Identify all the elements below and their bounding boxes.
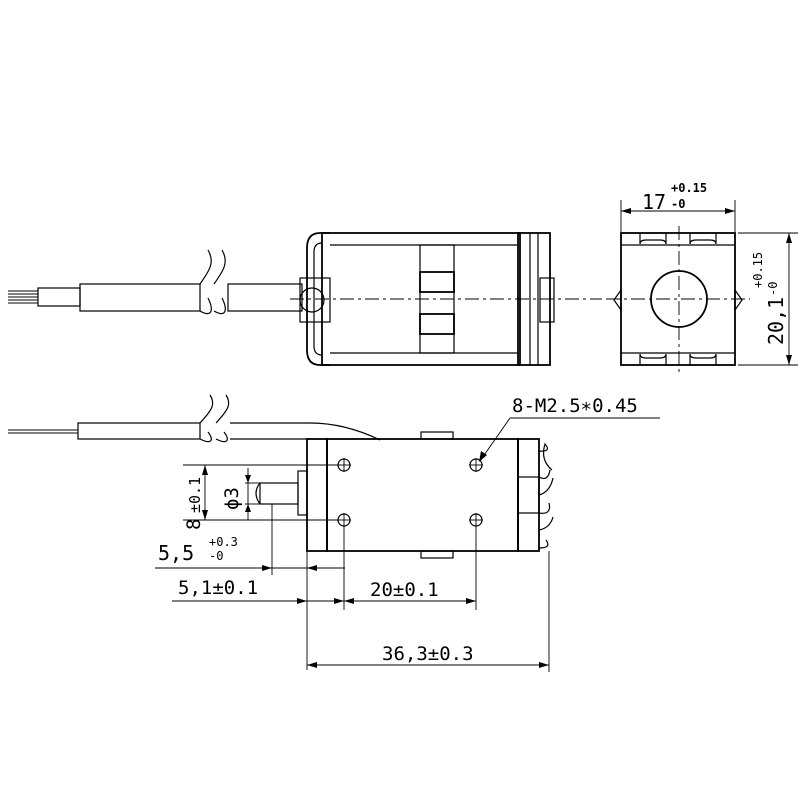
hole-spacing-label: 20±0.1: [370, 579, 439, 601]
mount-holes-callout: 8-M2.5∗0.45: [479, 395, 660, 462]
height-dim-tol-upper: +0.15: [751, 252, 765, 288]
width-dim-tol-upper: +0.15: [671, 181, 707, 195]
plunger-offset-value: 5,5: [158, 541, 194, 565]
height-dim-tol-lower: -0: [766, 282, 780, 296]
height-dim-value: 20,1: [764, 297, 788, 345]
hole-offset-label: 5,1±0.1: [178, 577, 258, 599]
hole-pitch-dimension: 8 ±0.1: [183, 464, 340, 530]
hole-pitch-value: 8: [183, 519, 205, 530]
mount-holes-label: 8-M2.5∗0.45: [512, 395, 638, 417]
plunger-offset-dimension: 5,5 +0.3 -0: [155, 504, 345, 670]
mount-hole-4: [469, 513, 483, 527]
lead-wires-side: [8, 394, 381, 443]
end-view-height-dimension: 20,1 +0.15 -0: [738, 232, 798, 366]
solenoid-body-top: [299, 232, 555, 366]
plunger-diameter-label: ϕ3: [221, 487, 243, 510]
plunger-offset-tol-lower: -0: [209, 549, 223, 563]
mount-hole-3: [469, 458, 483, 472]
plunger-diameter-dimension: ϕ3: [221, 468, 260, 520]
end-view-width-dimension: 17 +0.15 -0: [620, 181, 736, 232]
overall-length-label: 36,3±0.3: [382, 643, 474, 665]
hole-spacing-dimensions: 5,1±0.1 20±0.1: [172, 526, 477, 610]
overall-length-dimension: 36,3±0.3: [307, 551, 550, 672]
plunger-offset-tol-upper: +0.3: [209, 535, 238, 549]
solenoid-body-side: [255, 431, 554, 559]
solenoid-end-view: [606, 226, 750, 375]
solenoid-side-view: 8-M2.5∗0.45 8 ±0.1 ϕ3 5: [8, 394, 660, 672]
width-dim-value: 17: [642, 190, 666, 214]
width-dim-tol-lower: -0: [671, 197, 685, 211]
solenoid-top-view: [8, 232, 602, 366]
hole-pitch-tol: ±0.1: [186, 477, 204, 513]
lead-wires-top: [8, 249, 303, 315]
